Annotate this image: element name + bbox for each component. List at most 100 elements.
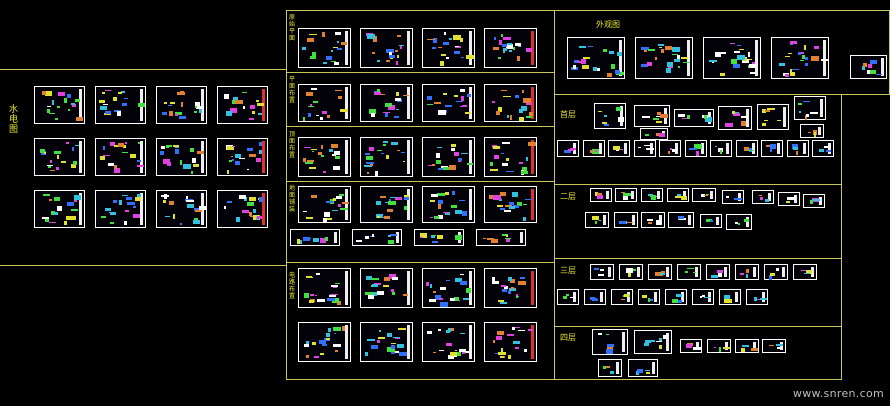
drawing-sheet-thumbnail[interactable]: [298, 137, 351, 177]
drawing-sheet-thumbnail[interactable]: [684, 140, 707, 157]
drawing-sheet-thumbnail[interactable]: [757, 104, 789, 130]
drawing-sheet-thumbnail[interactable]: [634, 105, 670, 127]
drawing-sheet-thumbnail[interactable]: [290, 229, 340, 246]
drawing-sheet-thumbnail[interactable]: [360, 186, 413, 223]
drawing-sheet-thumbnail[interactable]: [726, 214, 752, 230]
drawing-sheet-thumbnail[interactable]: [628, 359, 658, 377]
drawing-sheet-thumbnail[interactable]: [422, 84, 475, 122]
drawing-sheet-thumbnail[interactable]: [752, 190, 774, 204]
drawing-sheet-thumbnail[interactable]: [598, 359, 622, 377]
drawing-sheet-thumbnail[interactable]: [217, 190, 268, 228]
drawing-sheet-thumbnail[interactable]: [735, 339, 759, 353]
drawing-sheet-thumbnail[interactable]: [722, 190, 744, 204]
drawing-sheet-thumbnail[interactable]: [484, 84, 537, 122]
drawing-sheet-thumbnail[interactable]: [706, 264, 730, 280]
drawing-sheet-thumbnail[interactable]: [590, 264, 614, 280]
drawing-sheet-thumbnail[interactable]: [34, 190, 85, 228]
drawing-sheet-thumbnail[interactable]: [608, 140, 630, 157]
drawing-sheet-thumbnail[interactable]: [360, 137, 413, 177]
drawing-sheet-thumbnail[interactable]: [422, 137, 475, 177]
drawing-sheet-thumbnail[interactable]: [298, 84, 351, 122]
drawing-sheet-thumbnail[interactable]: [719, 289, 741, 305]
drawing-sheet-thumbnail[interactable]: [298, 268, 351, 308]
drawing-sheet-thumbnail[interactable]: [762, 339, 786, 353]
drawing-sheet-thumbnail[interactable]: [590, 188, 612, 202]
drawing-sheet-thumbnail[interactable]: [707, 339, 731, 353]
drawing-sheet-thumbnail[interactable]: [850, 55, 887, 79]
drawing-sheet-thumbnail[interactable]: [95, 138, 146, 176]
drawing-sheet-thumbnail[interactable]: [584, 289, 606, 305]
drawing-sheet-thumbnail[interactable]: [746, 289, 768, 305]
drawing-sheet-thumbnail[interactable]: [761, 140, 783, 157]
drawing-sheet-thumbnail[interactable]: [156, 138, 207, 176]
drawing-sheet-thumbnail[interactable]: [611, 289, 633, 305]
drawing-sheet-thumbnail[interactable]: [680, 339, 702, 353]
drawing-sheet-thumbnail[interactable]: [156, 86, 207, 124]
drawing-sheet-thumbnail[interactable]: [764, 264, 788, 280]
drawing-sheet-thumbnail[interactable]: [95, 190, 146, 228]
drawing-sheet-thumbnail[interactable]: [659, 140, 681, 157]
drawing-sheet-thumbnail[interactable]: [476, 229, 526, 246]
drawing-sheet-thumbnail[interactable]: [803, 194, 825, 208]
drawing-sheet-thumbnail[interactable]: [674, 109, 714, 127]
drawing-sheet-thumbnail[interactable]: [735, 140, 758, 157]
drawing-sheet-thumbnail[interactable]: [484, 186, 537, 223]
drawing-sheet-thumbnail[interactable]: [156, 190, 207, 228]
drawing-sheet-thumbnail[interactable]: [692, 188, 716, 202]
drawing-sheet-thumbnail[interactable]: [298, 28, 351, 68]
drawing-sheet-thumbnail[interactable]: [422, 268, 475, 308]
drawing-sheet-thumbnail[interactable]: [718, 106, 752, 130]
drawing-sheet-thumbnail[interactable]: [298, 186, 351, 223]
drawing-sheet-thumbnail[interactable]: [771, 37, 829, 79]
drawing-sheet-thumbnail[interactable]: [352, 229, 402, 246]
drawing-sheet-thumbnail[interactable]: [794, 96, 826, 120]
drawing-sheet-thumbnail[interactable]: [360, 322, 413, 362]
drawing-sheet-thumbnail[interactable]: [298, 322, 351, 362]
drawing-sheet-thumbnail[interactable]: [484, 268, 537, 308]
drawing-sheet-thumbnail[interactable]: [703, 37, 761, 79]
drawing-sheet-thumbnail[interactable]: [667, 188, 689, 202]
drawing-sheet-thumbnail[interactable]: [360, 84, 413, 122]
drawing-sheet-thumbnail[interactable]: [585, 212, 609, 228]
drawing-sheet-thumbnail[interactable]: [638, 289, 660, 305]
drawing-sheet-thumbnail[interactable]: [641, 188, 663, 202]
drawing-sheet-thumbnail[interactable]: [615, 188, 637, 202]
drawing-sheet-thumbnail[interactable]: [594, 103, 626, 129]
drawing-sheet-thumbnail[interactable]: [592, 329, 628, 355]
drawing-sheet-thumbnail[interactable]: [567, 37, 625, 79]
drawing-sheet-thumbnail[interactable]: [665, 289, 687, 305]
drawing-sheet-thumbnail[interactable]: [484, 137, 537, 177]
drawing-sheet-thumbnail[interactable]: [422, 322, 475, 362]
drawing-sheet-thumbnail[interactable]: [484, 322, 537, 362]
drawing-sheet-thumbnail[interactable]: [422, 28, 475, 68]
drawing-sheet-thumbnail[interactable]: [422, 186, 475, 223]
drawing-sheet-thumbnail[interactable]: [619, 264, 643, 280]
drawing-sheet-thumbnail[interactable]: [360, 268, 413, 308]
drawing-sheet-thumbnail[interactable]: [217, 86, 268, 124]
drawing-sheet-thumbnail[interactable]: [557, 289, 579, 305]
drawing-sheet-thumbnail[interactable]: [710, 140, 732, 157]
drawing-sheet-thumbnail[interactable]: [484, 28, 537, 68]
drawing-sheet-thumbnail[interactable]: [793, 264, 817, 280]
drawing-sheet-thumbnail[interactable]: [786, 140, 809, 157]
drawing-sheet-thumbnail[interactable]: [812, 140, 834, 157]
drawing-sheet-thumbnail[interactable]: [692, 289, 714, 305]
drawing-sheet-thumbnail[interactable]: [34, 86, 85, 124]
drawing-sheet-thumbnail[interactable]: [735, 264, 759, 280]
drawing-sheet-thumbnail[interactable]: [640, 128, 668, 140]
drawing-sheet-thumbnail[interactable]: [414, 229, 464, 246]
drawing-sheet-thumbnail[interactable]: [700, 214, 722, 228]
drawing-sheet-thumbnail[interactable]: [633, 140, 656, 157]
drawing-sheet-thumbnail[interactable]: [648, 264, 672, 280]
drawing-sheet-thumbnail[interactable]: [677, 264, 701, 280]
drawing-sheet-thumbnail[interactable]: [800, 124, 824, 138]
drawing-sheet-thumbnail[interactable]: [95, 86, 146, 124]
drawing-sheet-thumbnail[interactable]: [217, 138, 268, 176]
drawing-sheet-thumbnail[interactable]: [557, 140, 579, 157]
drawing-sheet-thumbnail[interactable]: [668, 212, 694, 228]
drawing-sheet-thumbnail[interactable]: [582, 140, 605, 157]
drawing-sheet-thumbnail[interactable]: [635, 37, 693, 79]
drawing-sheet-thumbnail[interactable]: [360, 28, 413, 68]
drawing-sheet-thumbnail[interactable]: [634, 330, 672, 354]
